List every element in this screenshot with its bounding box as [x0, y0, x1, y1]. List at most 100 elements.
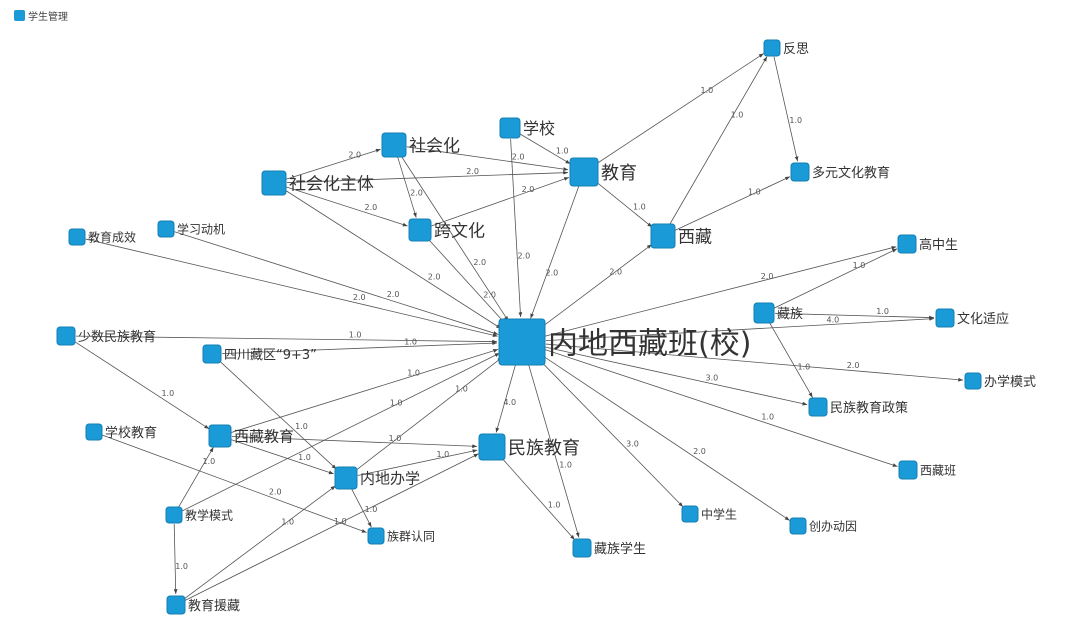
edge-line — [173, 523, 178, 595]
node-square[interactable] — [157, 220, 175, 238]
node-square[interactable] — [208, 424, 232, 448]
edge-shzt-neidi — [284, 189, 502, 329]
node-duoyuan[interactable]: 多元文化教育 — [790, 162, 890, 182]
node-square[interactable] — [408, 218, 432, 242]
node-xizang[interactable]: 西藏 — [650, 223, 712, 249]
node-square[interactable] — [261, 170, 287, 196]
node-zangzu[interactable]: 藏族 — [753, 302, 803, 324]
edge-neidi-xzb — [544, 349, 898, 467]
edge-line — [286, 170, 569, 183]
node-square[interactable] — [166, 595, 186, 615]
node-square[interactable] — [498, 318, 546, 366]
node-dongyin[interactable]: 创办动因 — [789, 517, 857, 535]
node-square[interactable] — [790, 162, 810, 182]
node-square[interactable] — [789, 517, 807, 535]
node-mzjy[interactable]: 民族教育 — [478, 433, 580, 461]
edge-ndbx-mzjy — [357, 449, 478, 476]
edge-line — [221, 341, 498, 355]
node-zzxs[interactable]: 藏族学生 — [572, 538, 646, 558]
node-label: 族群认同 — [387, 530, 435, 544]
node-gaozhong[interactable]: 高中生 — [897, 234, 958, 254]
legend: 学生管理 — [14, 8, 68, 23]
node-square[interactable] — [367, 527, 385, 545]
node-shehuihua[interactable]: 社会化 — [381, 132, 460, 158]
edge-line — [510, 138, 523, 318]
node-square[interactable] — [572, 538, 592, 558]
edge-line — [596, 53, 764, 165]
node-chengxiao[interactable]: 教育成效 — [68, 228, 136, 246]
node-shzt[interactable]: 社会化主体 — [261, 170, 374, 196]
node-dongji[interactable]: 学习动机 — [157, 220, 225, 238]
edge-xuexiao-jiaoyu — [519, 133, 571, 165]
node-label: 西藏班 — [920, 464, 956, 478]
node-square[interactable] — [56, 326, 76, 346]
node-sichuan[interactable]: 四川藏区“9+3” — [202, 344, 317, 364]
node-shaoshu[interactable]: 少数民族教育 — [56, 326, 156, 346]
node-square[interactable] — [763, 39, 781, 57]
node-xuexiao[interactable]: 学校 — [499, 117, 555, 139]
node-square[interactable] — [202, 344, 222, 364]
node-square[interactable] — [68, 228, 86, 246]
node-label: 藏族学生 — [594, 541, 646, 557]
edge-weight-label: 1.0 — [334, 517, 347, 526]
node-square[interactable] — [165, 506, 183, 524]
edge-shehuihua-jiaoyu — [406, 146, 569, 171]
node-square[interactable] — [478, 433, 506, 461]
node-rentong[interactable]: 族群认同 — [367, 527, 435, 545]
node-jiaoyu[interactable]: 教育 — [569, 157, 637, 187]
node-label: 教育援藏 — [188, 598, 240, 614]
node-yuanzang[interactable]: 教育援藏 — [166, 595, 240, 615]
edge-weight-label: 1.0 — [761, 412, 774, 421]
edge-line — [495, 364, 516, 433]
edge-line — [501, 457, 575, 541]
node-square[interactable] — [935, 308, 955, 328]
node-neidi[interactable]: 内地西藏班(校) — [498, 318, 751, 366]
edge-weight-label: 1.0 — [789, 116, 802, 125]
edge-neidi-xizang — [540, 244, 653, 328]
edge-dongji-neidi — [174, 231, 499, 335]
node-xxjy[interactable]: 学校教育 — [85, 423, 157, 441]
edge-sichuan-neidi — [221, 341, 498, 355]
node-kuawenhua[interactable]: 跨文化 — [408, 218, 485, 242]
node-square[interactable] — [499, 117, 521, 139]
edge-weight-label: 1.0 — [633, 203, 646, 212]
edge-fansi-duoyuan — [773, 56, 799, 162]
edge-weight-label: 1.0 — [556, 146, 569, 155]
node-zhengce[interactable]: 民族教育政策 — [808, 397, 908, 417]
node-ndbx[interactable]: 内地办学 — [334, 466, 420, 490]
edge-weight-label: 3.0 — [706, 373, 719, 382]
edge-line — [406, 146, 569, 171]
node-jxms[interactable]: 教学模式 — [165, 506, 233, 524]
node-square[interactable] — [381, 132, 407, 158]
node-zhongxue[interactable]: 中学生 — [681, 505, 737, 523]
node-square[interactable] — [897, 234, 917, 254]
node-square[interactable] — [85, 423, 103, 441]
edge-xxjy-rentong — [102, 434, 367, 533]
node-square[interactable] — [753, 302, 775, 324]
edge-chengxiao-neidi — [85, 238, 498, 338]
node-xzb[interactable]: 西藏班 — [898, 460, 956, 480]
edge-weight-label: 4.0 — [827, 316, 840, 325]
edge-weight-label: 1.0 — [203, 457, 216, 466]
node-xzjy[interactable]: 西藏教育 — [208, 424, 294, 448]
edge-weight-label: 2.0 — [269, 487, 282, 496]
node-square[interactable] — [334, 466, 358, 490]
node-fansi[interactable]: 反思 — [763, 39, 809, 57]
node-square[interactable] — [898, 460, 918, 480]
edge-weight-label: 1.0 — [455, 385, 468, 394]
node-label: 创办动因 — [809, 519, 857, 534]
node-shiying[interactable]: 文化适应 — [935, 308, 1009, 328]
edge-weight-label: 2.0 — [546, 268, 559, 277]
edge-line — [545, 343, 964, 382]
node-square[interactable] — [964, 372, 982, 390]
node-banxue[interactable]: 办学模式 — [964, 372, 1036, 390]
edge-zangzu-shiying — [774, 312, 935, 320]
node-square[interactable] — [808, 397, 828, 417]
edge-neidi-zhengce — [545, 346, 808, 406]
node-square[interactable] — [681, 505, 699, 523]
edge-ndbx-neidi — [355, 356, 503, 471]
node-square[interactable] — [650, 223, 676, 249]
edge-neidi-banxue — [545, 343, 964, 382]
node-square[interactable] — [569, 157, 599, 187]
edge-line — [400, 155, 509, 322]
